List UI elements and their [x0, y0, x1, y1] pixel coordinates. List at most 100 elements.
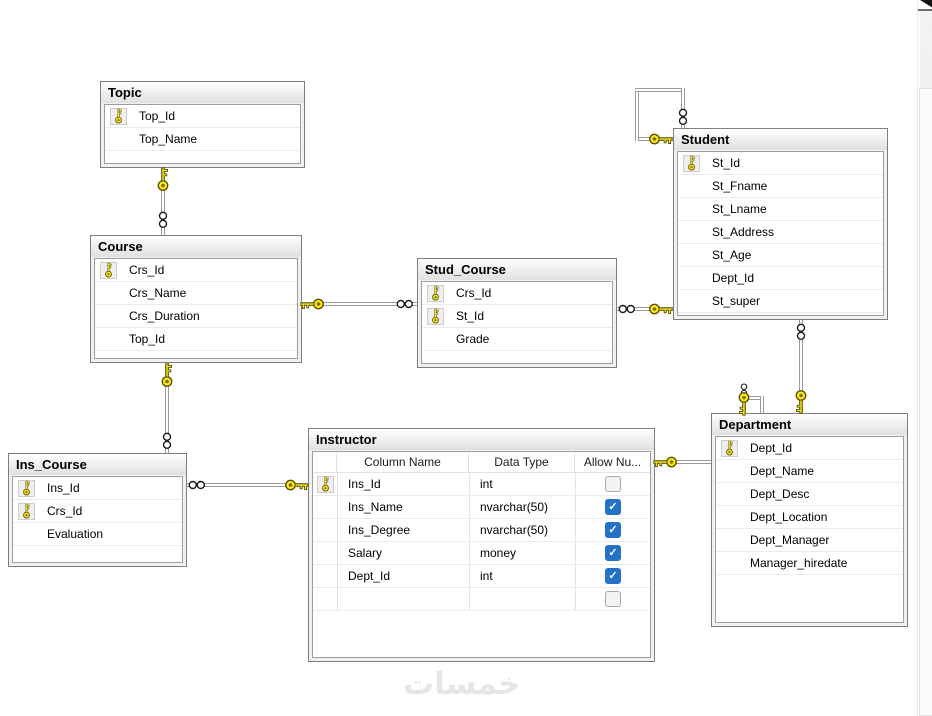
- column-name: Top_Name: [139, 132, 198, 146]
- column-name: Dept_Name: [750, 464, 815, 478]
- scroll-up-arrow-icon[interactable]: [920, 0, 932, 8]
- relationship-line-topic-course[interactable]: [161, 168, 165, 235]
- row-gutter: [716, 506, 742, 528]
- grid-cell-data-type: nvarchar(50): [480, 523, 549, 537]
- grid-row[interactable]: Ins_Degree nvarchar(50) ✓: [313, 519, 650, 542]
- row-gutter: [716, 529, 742, 551]
- relationship-line-student-self-left[interactable]: [635, 88, 639, 141]
- relationship-line-department-self-top[interactable]: [742, 396, 764, 400]
- table-title-instructor[interactable]: Instructor: [309, 429, 654, 450]
- column-name: Crs_Id: [456, 286, 492, 300]
- table-body: Column Name Data Type Allow Nu... Ins_Id…: [312, 451, 651, 658]
- vertical-scrollbar[interactable]: [917, 0, 932, 716]
- relationship-line-studcourse-student[interactable]: [617, 307, 673, 311]
- many-end-icon: [158, 211, 168, 229]
- column-row[interactable]: St_Age: [678, 244, 883, 267]
- grid-cell-column-name: Ins_Id: [348, 477, 381, 491]
- primary-key-icon: [99, 261, 117, 279]
- column-row[interactable]: Top_Name: [105, 128, 300, 151]
- table-student[interactable]: Student St_Id St_Fname St_Lname: [673, 128, 888, 320]
- relationship-line-student-department[interactable]: [799, 320, 803, 413]
- table-body: Ins_Id Crs_Id Evaluation: [12, 476, 183, 563]
- column-row[interactable]: Dept_Id: [678, 267, 883, 290]
- column-row[interactable]: Crs_Id: [422, 282, 612, 305]
- primary-key-icon: [17, 502, 35, 520]
- column-row[interactable]: St_Lname: [678, 198, 883, 221]
- table-ins-course[interactable]: Ins_Course Ins_Id Crs_Id Evaluation: [8, 453, 187, 567]
- table-department[interactable]: Department Dept_Id Dept_Name Dept_Desc: [711, 413, 908, 627]
- column-row[interactable]: Dept_Name: [716, 460, 903, 483]
- table-title-department[interactable]: Department: [712, 414, 907, 435]
- allow-nulls-checkbox[interactable]: ✓: [605, 568, 621, 584]
- column-row[interactable]: Crs_Id: [95, 259, 297, 282]
- table-title-ins-course[interactable]: Ins_Course: [9, 454, 186, 475]
- column-row[interactable]: Crs_Id: [13, 500, 182, 523]
- check-icon: ✓: [608, 523, 618, 536]
- grid-row-empty[interactable]: ✓: [313, 588, 650, 611]
- column-row[interactable]: Dept_Id: [716, 437, 903, 460]
- column-row[interactable]: Crs_Name: [95, 282, 297, 305]
- column-row[interactable]: Grade: [422, 328, 612, 351]
- column-row[interactable]: St_super: [678, 290, 883, 313]
- table-title-student[interactable]: Student: [674, 129, 887, 150]
- grid-row[interactable]: Dept_Id int ✓: [313, 565, 650, 588]
- column-row[interactable]: Manager_hiredate: [716, 552, 903, 575]
- allow-nulls-checkbox[interactable]: ✓: [605, 499, 621, 515]
- column-row[interactable]: Crs_Duration: [95, 305, 297, 328]
- row-gutter: [13, 477, 39, 499]
- relationship-line-department-self-right[interactable]: [760, 396, 764, 413]
- grid-header-column-name: Column Name: [337, 452, 469, 472]
- key-end-icon: [285, 479, 309, 491]
- relationship-line-course-inscourse[interactable]: [165, 363, 169, 453]
- grid-row[interactable]: Ins_Id int ✓: [313, 473, 650, 496]
- allow-nulls-checkbox[interactable]: ✓: [605, 545, 621, 561]
- column-name: St_Address: [712, 225, 775, 239]
- column-row[interactable]: Top_Id: [95, 328, 297, 351]
- allow-nulls-checkbox[interactable]: ✓: [605, 476, 621, 492]
- many-end-icon: [678, 108, 688, 126]
- row-gutter: [678, 198, 704, 220]
- relationship-line-instructor-department[interactable]: [655, 460, 711, 464]
- column-row[interactable]: Evaluation: [13, 523, 182, 546]
- grid-row[interactable]: Ins_Name nvarchar(50) ✓: [313, 496, 650, 519]
- key-end-icon: [649, 303, 673, 315]
- primary-key-icon: [17, 479, 35, 497]
- grid-cell-data-type: int: [480, 569, 493, 583]
- relationship-line-inscourse-instructor[interactable]: [187, 483, 308, 487]
- check-icon: ✓: [608, 546, 618, 559]
- scrollbar-thumb[interactable]: [919, 88, 932, 716]
- relationship-line-student-self-top[interactable]: [635, 88, 685, 92]
- row-gutter: [95, 305, 121, 327]
- column-name: Evaluation: [47, 527, 104, 541]
- table-stud-course[interactable]: Stud_Course Crs_Id St_Id Grade: [417, 258, 617, 368]
- allow-nulls-checkbox[interactable]: ✓: [605, 591, 621, 607]
- column-row[interactable]: St_Id: [678, 152, 883, 175]
- column-row[interactable]: St_Id: [422, 305, 612, 328]
- many-end-icon: [162, 432, 172, 449]
- scrollbar-track[interactable]: [920, 11, 932, 88]
- column-row[interactable]: St_Fname: [678, 175, 883, 198]
- column-row[interactable]: Ins_Id: [13, 477, 182, 500]
- row-gutter: [716, 460, 742, 482]
- allow-nulls-checkbox[interactable]: ✓: [605, 522, 621, 538]
- column-row[interactable]: Top_Id: [105, 105, 300, 128]
- column-row[interactable]: Dept_Manager: [716, 529, 903, 552]
- table-title-topic[interactable]: Topic: [101, 82, 304, 103]
- column-row[interactable]: St_Address: [678, 221, 883, 244]
- key-end-icon: [795, 390, 807, 414]
- primary-key-icon: [109, 107, 127, 125]
- table-instructor[interactable]: Instructor Column Name Data Type Allow N…: [308, 428, 655, 662]
- grid-row[interactable]: Salary money ✓: [313, 542, 650, 565]
- table-title-course[interactable]: Course: [91, 236, 301, 257]
- grid-cell-column-name: Ins_Name: [348, 500, 403, 514]
- table-topic[interactable]: Topic Top_Id Top_Name: [100, 81, 305, 168]
- column-name: Manager_hiredate: [750, 556, 848, 570]
- row-gutter: [422, 328, 448, 350]
- row-gutter: [716, 552, 742, 574]
- row-gutter: [13, 500, 39, 522]
- relationship-line-course-studcourse[interactable]: [302, 302, 417, 306]
- table-course[interactable]: Course Crs_Id Crs_Name Crs_Duration: [90, 235, 302, 363]
- column-row[interactable]: Dept_Location: [716, 506, 903, 529]
- table-title-stud-course[interactable]: Stud_Course: [418, 259, 616, 280]
- column-row[interactable]: Dept_Desc: [716, 483, 903, 506]
